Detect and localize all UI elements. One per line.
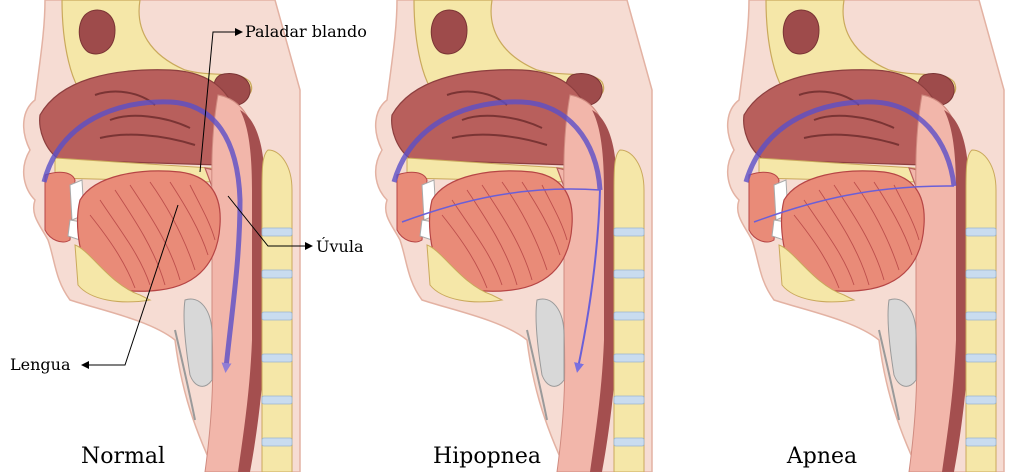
panel-normal: Normal Paladar blando Úvula Lengua — [10, 0, 367, 472]
tongue-label: Lengua — [10, 355, 71, 374]
head-cross-section — [376, 0, 652, 472]
panel-hypopnea: Hipopnea — [376, 0, 652, 472]
panel-caption: Apnea — [786, 444, 857, 469]
panel-apnea: Apnea — [728, 0, 1004, 472]
head-cross-section — [24, 0, 300, 472]
head-cross-section — [728, 0, 1004, 472]
soft-palate-label: Paladar blando — [245, 22, 367, 41]
panel-caption: Hipopnea — [433, 444, 541, 469]
panel-caption: Normal — [81, 444, 165, 469]
uvula-label: Úvula — [316, 236, 364, 256]
